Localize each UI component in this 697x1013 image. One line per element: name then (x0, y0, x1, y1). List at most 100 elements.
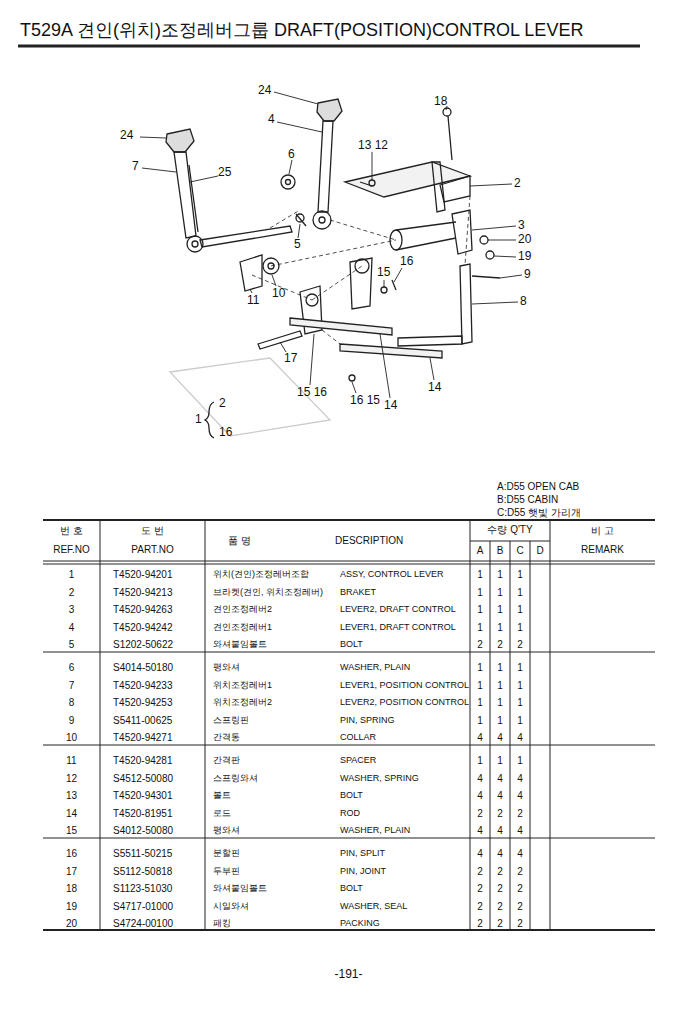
quantity: 1 (490, 662, 510, 674)
ref-number: 9 (43, 715, 100, 727)
callout-number: 20 (518, 233, 531, 247)
ref-number: 16 (43, 848, 100, 860)
quantity: 2 (490, 901, 510, 913)
part-name-ko: 스프링와셔 (213, 773, 258, 783)
quantity: 2 (510, 883, 530, 895)
table-header: 번 호 (43, 525, 100, 537)
part-number: S4717-01000 (113, 901, 173, 913)
callout-number: 7 (132, 160, 139, 174)
quantity: 1 (470, 662, 490, 674)
callout-number: 3 (518, 219, 525, 233)
part-name-ko: 간격판 (213, 755, 240, 765)
part-number: T4520-94213 (113, 587, 173, 599)
part-number: S5112-50818 (113, 866, 172, 878)
part-number: T4520-94201 (113, 569, 173, 581)
part-number: T4520-94281 (113, 755, 173, 767)
table-header: D (530, 545, 550, 557)
callout-number: 10 (272, 287, 285, 301)
quantity: 2 (510, 866, 530, 878)
ref-number: 3 (43, 604, 100, 616)
callout-number: 18 (434, 95, 447, 109)
quantity: 2 (470, 901, 490, 913)
part-name-ko: 패킹 (213, 918, 231, 928)
quantity: 1 (470, 715, 490, 727)
ref-number: 4 (43, 622, 100, 634)
quantity: 1 (490, 697, 510, 709)
part-description: LEVER1, POSITION CONTROL (340, 680, 469, 690)
quantity: 1 (510, 662, 530, 674)
callout-number: 4 (268, 113, 275, 127)
quantity: 1 (470, 697, 490, 709)
quantity: 1 (510, 755, 530, 767)
part-description: ROD (340, 808, 360, 818)
table-header: DESCRIPTION (335, 535, 403, 547)
part-description: ASSY, CONTROL LEVER (340, 569, 444, 579)
ref-number: 6 (43, 662, 100, 674)
part-name-ko: 와셔붙임볼트 (213, 883, 267, 893)
callout-number: 24 (120, 129, 133, 143)
quantity: 4 (510, 848, 530, 860)
part-name-ko: 와셔붙임볼트 (213, 639, 267, 649)
quantity: 2 (510, 639, 530, 651)
ref-number: 7 (43, 680, 100, 692)
part-number: T4520-81951 (113, 808, 173, 820)
quantity: 4 (490, 848, 510, 860)
callout-number: 24 (258, 84, 271, 98)
table-header: 품 명 (228, 535, 251, 547)
part-name-ko: 견인조정레버1 (213, 622, 272, 632)
table-header: C (510, 545, 530, 557)
quantity: 1 (510, 680, 530, 692)
part-number: S5411-00625 (113, 715, 172, 727)
quantity: 1 (510, 697, 530, 709)
callout-number: 11 (247, 294, 259, 308)
quantity: 1 (490, 604, 510, 616)
quantity: 1 (490, 569, 510, 581)
ref-number: 2 (43, 587, 100, 599)
callout-number: 2 (219, 397, 226, 411)
part-number: S4014-50180 (113, 662, 173, 674)
ref-number: 10 (43, 732, 100, 744)
part-number: T4520-94263 (113, 604, 173, 616)
callout-number: 8 (520, 295, 527, 309)
quantity: 2 (490, 808, 510, 820)
page-number: -191- (300, 968, 397, 982)
part-name-ko: 볼트 (213, 790, 231, 800)
part-description: WASHER, SEAL (340, 901, 407, 911)
part-description: BOLT (340, 790, 363, 800)
part-description: WASHER, SPRING (340, 773, 419, 783)
part-description: BOLT (340, 883, 363, 893)
part-number: S5511-50215 (113, 848, 172, 860)
part-number: T4520-94253 (113, 697, 173, 709)
part-description: WASHER, PLAIN (340, 662, 410, 672)
ref-number: 5 (43, 639, 100, 651)
part-name-ko: 견인조정레버2 (213, 604, 272, 614)
callout-number: 6 (288, 148, 295, 162)
quantity: 4 (470, 790, 490, 802)
quantity: 2 (470, 883, 490, 895)
model-note: C:D55 햇빛 가리개 (497, 507, 581, 519)
quantity: 2 (470, 866, 490, 878)
part-number: T4520-94271 (113, 732, 173, 744)
ref-number: 14 (43, 808, 100, 820)
table-header: A (470, 545, 490, 557)
callout-number: 17 (284, 352, 297, 366)
quantity: 1 (490, 680, 510, 692)
table-header: REMARK (550, 544, 655, 556)
table-header: 도 번 (100, 525, 205, 537)
ref-number: 13 (43, 790, 100, 802)
callout-number: 25 (218, 166, 231, 180)
ref-number: 20 (43, 918, 100, 930)
quantity: 4 (490, 732, 510, 744)
quantity: 2 (490, 883, 510, 895)
part-number: T4520-94233 (113, 680, 173, 692)
quantity: 1 (510, 587, 530, 599)
quantity: 4 (510, 790, 530, 802)
quantity: 4 (510, 773, 530, 785)
part-description: BRAKET (340, 587, 376, 597)
callout-number: 2 (514, 177, 521, 191)
part-name-ko: 브라켓(견인, 위치조정레버) (213, 587, 323, 597)
table-header: PART.NO (100, 544, 205, 556)
quantity: 1 (490, 622, 510, 634)
part-name-ko: 분할핀 (213, 848, 240, 858)
